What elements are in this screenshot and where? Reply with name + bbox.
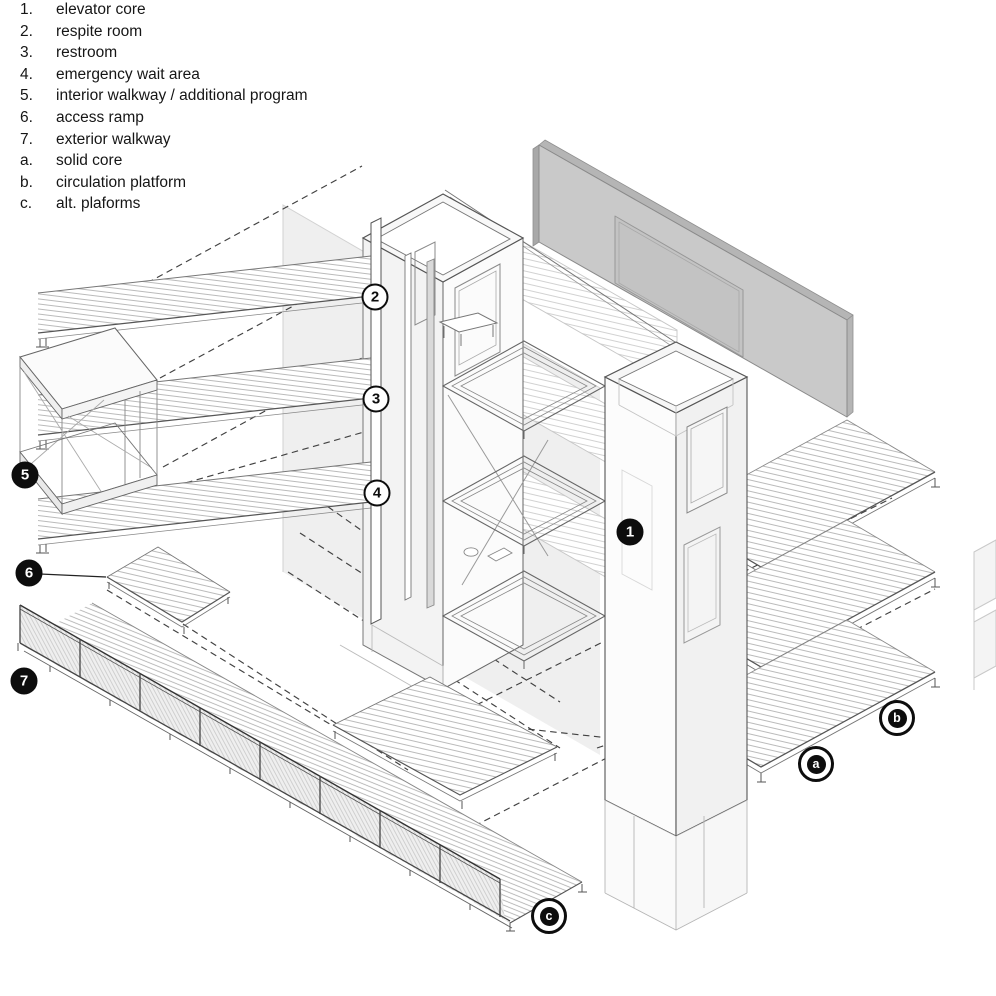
- legend-item-label: access ramp: [56, 108, 144, 126]
- legend-item-label: alt. plaforms: [56, 195, 141, 213]
- gray-wall: [532, 139, 854, 418]
- solid-core-wall: [370, 217, 435, 625]
- legend-item: b. circulation platform: [20, 172, 308, 194]
- diagonal-braces: [447, 394, 549, 586]
- marker-b-circulation-platform: b: [879, 700, 915, 736]
- cropped-module-right-edge: [973, 539, 996, 690]
- restroom-fixtures: [463, 547, 513, 562]
- marker-3-restroom: 3: [362, 385, 390, 413]
- legend-item-number: b.: [20, 173, 33, 191]
- legend-item-number: 5.: [20, 87, 33, 105]
- core-door-openings: [414, 241, 501, 377]
- respite-room-desk: [438, 312, 499, 346]
- marker-a-inner: a: [806, 754, 826, 774]
- center-core: [339, 193, 549, 706]
- legend-item: a. solid core: [20, 150, 308, 172]
- legend-item-label: exterior walkway: [56, 130, 171, 148]
- marker6-leader-line: [39, 573, 107, 578]
- elevator-core-tower: [603, 341, 749, 931]
- exterior-walkway: [17, 602, 587, 932]
- legend-item-number: 2.: [20, 22, 33, 40]
- legend-item-label: emergency wait area: [56, 65, 200, 83]
- marker-5-interior-walkway: 5: [11, 461, 39, 489]
- legend-item-label: circulation platform: [56, 173, 187, 191]
- legend-item-number: 4.: [20, 65, 33, 83]
- tower-base-outline: [604, 800, 748, 931]
- marker-b-inner: b: [887, 708, 907, 728]
- legend-item: 5. interior walkway / additional program: [20, 85, 308, 107]
- legend-item-number: 6.: [20, 108, 33, 126]
- wall-inset-panel: [614, 215, 744, 358]
- marker-1-elevator-core: 1: [616, 518, 644, 546]
- legend: 1. elevator core 2. respite room 3. restroo…: [20, 0, 308, 215]
- legend-item-label: solid core: [56, 152, 123, 170]
- legend-item-number: a.: [20, 152, 33, 170]
- legend-item-number: c.: [20, 195, 33, 213]
- marker-4-emergency-wait-area: 4: [363, 479, 391, 507]
- legend-item-number: 3.: [20, 44, 33, 62]
- legend-item: 7. exterior walkway: [20, 129, 308, 151]
- legend-item: 6. access ramp: [20, 107, 308, 129]
- legend-item-number: 7.: [20, 130, 33, 148]
- legend-item-label: respite room: [56, 22, 143, 40]
- marker-c-alt-platforms: c: [531, 898, 567, 934]
- legend-item-number: 1.: [20, 1, 33, 18]
- legend-item: 2. respite room: [20, 21, 308, 43]
- respite-module: [19, 327, 158, 516]
- floor-plates-left: [36, 255, 372, 554]
- marker-a-solid-core: a: [798, 746, 834, 782]
- legend-item-label: interior walkway / additional program: [56, 87, 308, 105]
- access-ramp-plates: [106, 546, 558, 809]
- legend-item: c. alt. plaforms: [20, 193, 308, 215]
- legend-item: 4. emergency wait area: [20, 64, 308, 86]
- module-glazing: [19, 367, 158, 504]
- legend-item-label: restroom: [56, 44, 118, 62]
- tower-doors: [683, 406, 728, 644]
- walkway-railing: [19, 604, 505, 920]
- marker-7-exterior-walkway: 7: [10, 667, 38, 695]
- legend-item-label: elevator core: [56, 1, 146, 18]
- marker-6-access-ramp: 6: [15, 559, 43, 587]
- marker-2-respite-room: 2: [361, 283, 389, 311]
- legend-item: 3. restroom: [20, 42, 308, 64]
- legend-item: 1. elevator core: [20, 0, 308, 21]
- marker-c-inner: c: [539, 906, 559, 926]
